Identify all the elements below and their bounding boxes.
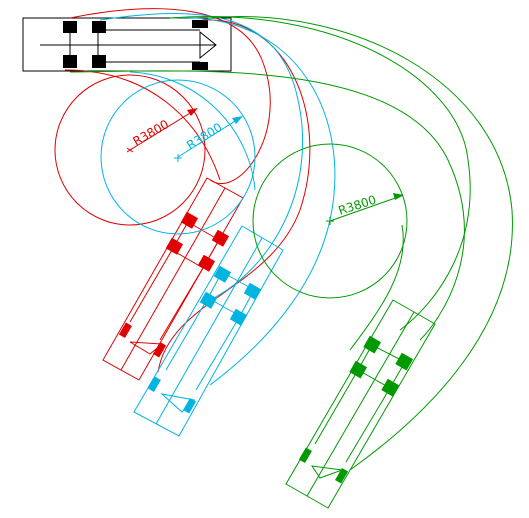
turning-circle-red <box>54 74 206 226</box>
swept-path-outer-cyan <box>99 13 303 301</box>
wheel <box>243 282 262 300</box>
turn-path-green <box>69 16 513 509</box>
wheel <box>197 254 216 272</box>
swept-path-tail-green <box>349 224 404 351</box>
wheel <box>153 341 167 358</box>
wheel <box>92 21 106 33</box>
turning-circle-cyan <box>100 79 256 235</box>
vehicle-wheels <box>63 20 208 70</box>
wheel <box>92 55 106 68</box>
wheel <box>211 229 230 247</box>
radius-line-green <box>329 195 402 222</box>
wheel <box>192 20 208 28</box>
radius-arrowhead-cyan <box>232 116 243 124</box>
vehicle-frame-cyan <box>165 271 223 371</box>
center-mark-red <box>126 147 134 153</box>
radius-line-red <box>129 109 196 151</box>
swept-path-mid-cyan <box>129 71 256 191</box>
vehicle-frame-green <box>345 361 406 463</box>
wheel <box>63 55 77 68</box>
vehicle-frame-green <box>314 344 373 445</box>
vehicle-start-black <box>22 17 232 72</box>
turning-circle-green <box>252 143 408 299</box>
radius-arrowhead-green <box>393 193 404 200</box>
wheel <box>229 308 248 326</box>
turn-path-cyan <box>99 13 336 437</box>
swept-path-inner-cyan <box>169 17 336 386</box>
vehicle-axle-line-cyan <box>155 237 263 425</box>
wheel <box>298 447 312 464</box>
vehicle-wheels-cyan <box>147 265 262 414</box>
wheel <box>180 211 199 229</box>
vehicle-axle-line-green <box>306 311 415 497</box>
wheel <box>335 467 349 484</box>
vehicle-body-outline-red <box>102 177 244 381</box>
radius-arrowhead-red <box>187 108 198 116</box>
wheel <box>63 21 77 33</box>
wheel <box>118 322 132 339</box>
swept-path-inner-green <box>207 16 513 471</box>
swept-path-outer-green <box>69 70 465 341</box>
wheel <box>147 376 161 393</box>
wheel <box>213 265 232 283</box>
swept-path-mid-green <box>169 16 471 331</box>
swept-path-mid-red <box>64 69 221 181</box>
vehicle-front-marker <box>199 30 217 60</box>
wheel <box>395 352 414 371</box>
vehicle-wheels-red <box>118 211 230 358</box>
wheel <box>381 378 400 397</box>
vehicle-axle-line-red <box>120 187 226 371</box>
wheel <box>192 62 208 70</box>
vehicle-body-outline-green <box>285 299 436 509</box>
vehicle-wheels-green <box>298 335 414 484</box>
vehicle-body-outline-cyan <box>133 225 284 437</box>
wheel <box>349 360 368 379</box>
vehicle-front-marker-green <box>310 465 343 479</box>
wheel <box>183 397 197 414</box>
radius-label-red: R3800 <box>131 117 172 149</box>
wheel <box>363 335 382 354</box>
swept-path-outer-red <box>69 8 271 184</box>
wheel <box>165 237 184 255</box>
radius-line-cyan <box>177 117 241 158</box>
turn-path-red <box>54 8 311 381</box>
radius-label-green: R3800 <box>337 193 378 218</box>
wheel <box>199 291 218 309</box>
